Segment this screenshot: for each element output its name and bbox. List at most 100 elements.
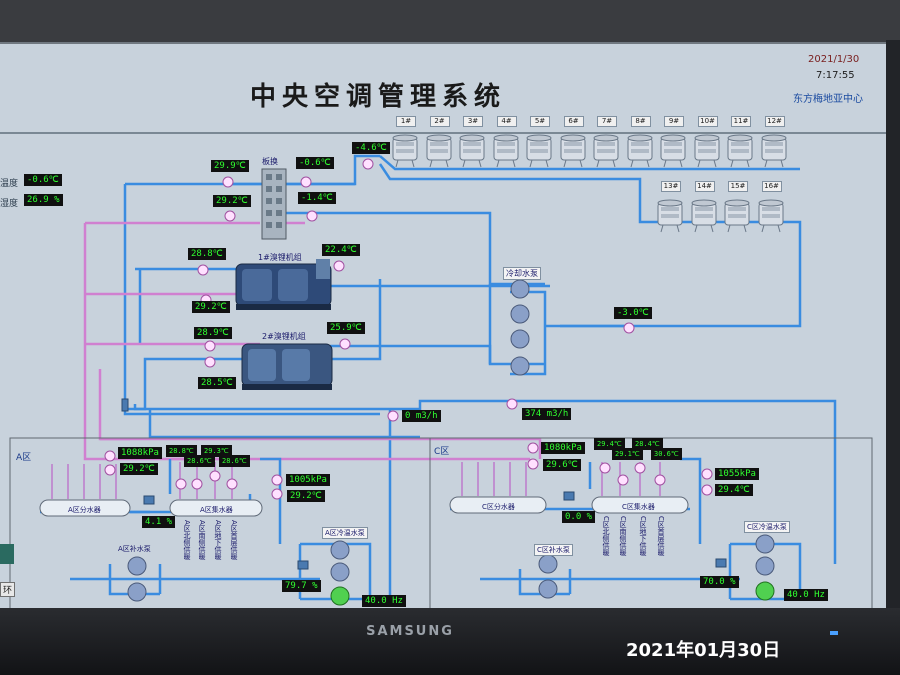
zone-a-makeup-pump-label: A区补水泵 [118,545,151,553]
monitor-brand: SAMSUNG [366,624,454,639]
cooling-tower-icon [426,134,451,168]
zone-a-label: A区 [16,453,32,463]
zone-c-hot-pump-label: C区冷温水泵 [744,521,790,533]
cooling-tower [692,124,722,168]
zone-a-sup-temp-2: 28.6℃ [184,455,215,467]
tower-label: 7# [597,116,617,127]
piping-diagram [9,154,873,612]
tower-label: 8# [630,116,651,127]
tower-label: 15# [728,181,748,192]
chiller-2-left-temp: 28.9℃ [194,327,232,339]
header-date: 2021/1/30 [808,54,860,65]
cooling-tower-icon [560,134,585,168]
monitor-right-frame [886,40,900,640]
header-time: 7:17:55 [816,70,855,81]
tower-label: 4# [496,116,517,127]
cooling-tower-icon [691,199,716,233]
header-divider [0,132,886,134]
tower-label: 12# [764,116,785,127]
tower-label: 1# [396,116,416,127]
cooling-pump-label: 冷却水泵 [503,267,541,280]
chiller-2-right-temp: 25.9℃ [327,322,365,334]
zone-a-branch-4: A区首层供暖 [230,520,238,560]
left-panel-button[interactable]: 环 [0,582,16,597]
zone-c-valve-pct: 0.0 % [562,511,596,523]
zone-a-sup-temp-4: 28.6℃ [219,455,250,467]
zone-c-flow: 374 m3/h [522,408,572,420]
chiller-1-right-temp: 22.4℃ [322,244,360,256]
zone-a-branch-2: A区南侧供暖 [198,520,206,560]
zone-a-collector-label: A区分水器 [68,506,101,514]
cooling-tower-icon [660,134,686,168]
zone-c-branch-1: C区北侧供暖 [602,516,610,556]
outdoor-temp-label: 温度 [0,179,19,189]
zone-c-collector-label: C区分水器 [482,503,515,511]
zone-c-label: C区 [434,447,450,457]
scada-screen: 中央空调管理系统 2021/1/30 7:17:55 东方梅地亚中心 [0,42,886,612]
chiller-1-left-temp: 28.8℃ [188,248,226,260]
zone-c-pressure-left: 1080kPa [541,442,585,454]
chiller-2-label: 2#溴锂机组 [262,332,306,341]
cooling-tower-icon [627,134,652,168]
zone-a-bypass-pct: 79.7 % [282,580,321,592]
tower-supply-temp: -4.6℃ [352,142,390,154]
chiller-1-bottom-temp: 29.2℃ [192,301,230,313]
zone-a-branch-1: A区北侧供暖 [183,520,191,560]
cooling-tower [424,124,454,168]
cooling-tower-icon [657,199,683,233]
zone-a-distributor-label: A区集水器 [200,506,233,514]
zone-c-freq: 40.0 Hz [784,589,828,601]
outdoor-temp-value: -0.6℃ [24,174,62,186]
cooling-tower [558,124,588,168]
hx-in-left-temp: 29.9℃ [211,160,249,172]
tower-label: 9# [664,116,684,127]
photo-date-stamp: 2021年01月30日 [626,640,781,661]
cooling-tower [591,124,621,168]
zone-c-bypass-pct: 70.0 % [700,576,739,588]
tower-label: 3# [463,116,483,127]
zone-c-sup-temp-1: 29.4℃ [594,438,625,450]
cooling-tower [625,124,655,168]
cooling-tower [457,124,487,168]
cooling-tower-icon [758,199,783,233]
zone-c-branch-4: C区首层供暖 [657,516,665,556]
zone-c-sup-temp-4: 30.6℃ [651,448,682,460]
tower-label: 2# [429,116,450,127]
tower-label: 10# [697,116,718,127]
hx-out-right-temp: -1.4℃ [298,192,336,204]
cooling-tower-icon [694,134,719,168]
zone-c-sup-temp-3: 28.4℃ [632,438,663,450]
cooling-tower [491,124,521,168]
zone-a-temp-left: 29.2℃ [120,463,158,475]
zone-a-sup-temp-3: 29.3℃ [201,445,232,457]
chiller-1-unit [235,259,332,310]
cooling-tower-icon [493,134,518,168]
tower-label: 5# [530,116,550,127]
zone-c-branch-3: C区地下供暖 [639,516,647,556]
outdoor-humidity-value: 26.9 % [24,194,63,206]
monitor-bezel [0,608,900,675]
exchanger-label: 板换 [262,157,278,166]
header-org: 东方梅地亚中心 [793,94,863,105]
cooling-tower [524,124,554,168]
cooling-tower-icon [593,134,619,168]
cooling-tower-icon [459,134,485,168]
outdoor-humidity-label: 湿度 [0,199,19,209]
cooling-tower [722,189,752,233]
tower-label: 11# [731,116,751,127]
chiller-1-label: 1#溴锂机组 [258,253,302,262]
zone-a-hot-pump-label: A区冷温水泵 [322,527,368,539]
cooling-tower [390,124,420,168]
cooling-tower [725,124,755,168]
cooling-tower [655,189,685,233]
hx-out-left-temp: 29.2℃ [213,195,251,207]
monitor-top-frame [0,0,900,48]
chiller-2-bottom-temp: 28.5℃ [198,377,236,389]
left-panel-strip [0,544,14,564]
tower-label: 16# [761,181,782,192]
tower-label: 6# [563,116,584,127]
cooling-tower [759,124,789,168]
cooling-tower-icon [724,199,750,233]
zone-c-branch-2: C区南侧供暖 [619,516,627,556]
cooling-tower-icon [761,134,786,168]
